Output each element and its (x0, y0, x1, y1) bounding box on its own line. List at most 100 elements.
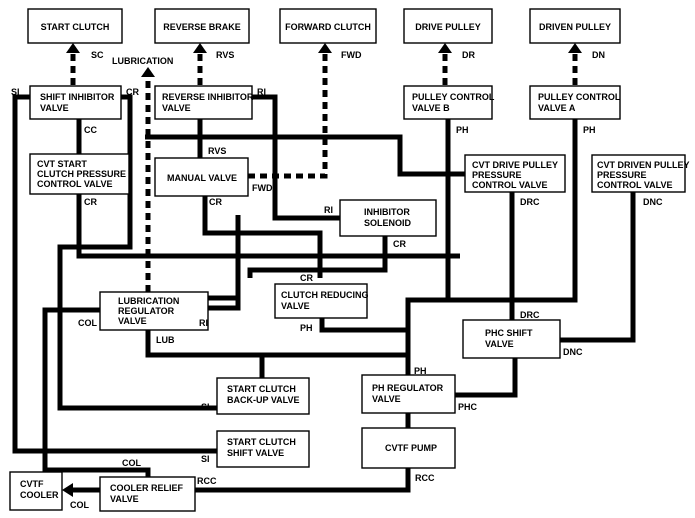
label-lub: LUB (156, 335, 175, 345)
shift-inhibitor-line1: SHIFT INHIBITOR (40, 92, 115, 102)
cvt-driven-pulley-line1: CVT DRIVEN PULLEY (597, 160, 690, 170)
label-ph-main: PH (414, 366, 427, 376)
arrow-head-fwd (318, 43, 332, 53)
lubrication-regulator-line1: LUBRICATION (118, 296, 179, 306)
arrow-head-lubrication (141, 67, 155, 77)
component-boxes: START CLUTCH REVERSE BRAKE FORWARD CLUTC… (9, 8, 690, 512)
label-dn: DN (592, 50, 605, 60)
reverse-brake-box: REVERSE BRAKE (154, 8, 250, 44)
label-cr-cvt: CR (84, 197, 97, 207)
label-dnc-right: DNC (643, 197, 663, 207)
cooler-relief-valve-box: COOLER RELIEF VALVE (99, 476, 196, 512)
shift-inhibitor-line2: VALVE (40, 103, 69, 113)
arrow-head-dr (438, 43, 452, 53)
phc-shift-line2: VALVE (485, 339, 514, 349)
label-drc-right: DRC (520, 197, 540, 207)
label-fwd-manual: FWD (252, 183, 273, 193)
cvtf-cooler-line1: CVTF (20, 479, 44, 489)
cvtf-cooler-box: CVTF COOLER (9, 471, 63, 511)
line-lub (145, 330, 408, 358)
label-col-bottom: COL (122, 458, 142, 468)
phc-shift-line1: PHC SHIFT (485, 328, 533, 338)
cooler-relief-line1: COOLER RELIEF (110, 483, 184, 493)
pulley-control-b-line2: VALVE B (412, 103, 450, 113)
cvt-driven-pulley-line2: PRESSURE (597, 170, 647, 180)
lubrication-regulator-valve-box: LUBRICATION REGULATOR VALVE (99, 291, 209, 331)
pulley-control-a-box: PULLEY CONTROL VALVE A (529, 85, 621, 120)
cvt-drive-pulley-line2: PRESSURE (472, 170, 522, 180)
forward-clutch-box: FORWARD CLUTCH (279, 8, 377, 44)
inhibitor-solenoid-line1: INHIBITOR (364, 207, 410, 217)
label-si-left: SI (11, 87, 20, 97)
hydraulic-lines (12, 94, 636, 493)
cvtf-cooler-line2: COOLER (20, 490, 59, 500)
ph-regulator-line1: PH REGULATOR (372, 383, 444, 393)
cvt-start-clutch-pcv-box: CVT START CLUTCH PRESSURE CONTROL VALVE (29, 153, 130, 195)
lubrication-regulator-line2: REGULATOR (118, 306, 175, 316)
line-labels: SC RVS FWD DR DN LUBRICATION SI CR RI CC… (11, 50, 663, 510)
label-rcc-left: RCC (197, 476, 217, 486)
cvt-drive-pulley-line3: CONTROL VALVE (472, 180, 548, 190)
shift-inhibitor-valve-box: SHIFT INHIBITOR VALVE (29, 85, 122, 120)
start-clutch-backup-valve-box: START CLUTCH BACK-UP VALVE (216, 377, 310, 415)
ph-regulator-line2: VALVE (372, 394, 401, 404)
start-clutch-backup-line1: START CLUTCH (227, 384, 296, 394)
label-fwd-top: FWD (341, 50, 362, 60)
pulley-control-a-line2: VALVE A (538, 103, 576, 113)
label-si-backup: SI (201, 402, 210, 412)
label-rcc-right: RCC (415, 473, 435, 483)
manual-valve-box: MANUAL VALVE (154, 157, 249, 197)
cvt-start-clutch-line3: CONTROL VALVE (37, 179, 113, 189)
cvt-drive-pulley-pcv-box: CVT DRIVE PULLEY PRESSURE CONTROL VALVE (464, 154, 566, 193)
cvt-start-clutch-line1: CVT START (37, 159, 87, 169)
cooler-relief-line2: VALVE (110, 494, 139, 504)
label-cr-manual: CR (209, 197, 222, 207)
driven-pulley-label: DRIVEN PULLEY (539, 22, 611, 32)
label-rvs-mid: RVS (208, 146, 226, 156)
cvtf-pump-label: CVTF PUMP (385, 443, 437, 453)
clutch-reducing-line1: CLUTCH REDUCING (281, 290, 369, 300)
driven-pulley-box: DRIVEN PULLEY (529, 8, 621, 44)
arrow-head-sc (66, 43, 80, 53)
pressure-arrows (62, 43, 582, 497)
label-lubrication: LUBRICATION (112, 56, 173, 66)
cvtf-pump-box: CVTF PUMP (361, 427, 456, 469)
label-col-cooler: COL (70, 500, 90, 510)
label-ri-sol: RI (324, 205, 333, 215)
start-clutch-box: START CLUTCH (27, 8, 123, 44)
label-sc: SC (91, 50, 104, 60)
line-cr-manual (202, 196, 323, 278)
drive-pulley-label: DRIVE PULLEY (415, 22, 481, 32)
reverse-inhibitor-line1: REVERSE INHIBITOR (162, 92, 254, 102)
line-cr-left (57, 94, 217, 411)
inhibitor-solenoid-box: INHIBITOR SOLENOID (339, 199, 437, 237)
label-ri-rev: RI (257, 87, 266, 97)
ph-regulator-valve-box: PH REGULATOR VALVE (361, 374, 456, 414)
arrow-fwd (248, 52, 328, 179)
cvt-start-clutch-line2: CLUTCH PRESSURE (37, 169, 126, 179)
reverse-brake-label: REVERSE BRAKE (163, 22, 241, 32)
label-drc-phc: DRC (520, 310, 540, 320)
start-clutch-label: START CLUTCH (41, 22, 110, 32)
line-cr-sol (247, 236, 388, 278)
clutch-reducing-valve-box: CLUTCH REDUCING VALVE (274, 283, 369, 319)
cvt-driven-pulley-pcv-box: CVT DRIVEN PULLEY PRESSURE CONTROL VALVE (591, 154, 690, 193)
line-si (12, 94, 217, 454)
label-ph-cr: PH (300, 323, 313, 333)
label-cr-mid: CR (300, 273, 313, 283)
label-ph-a: PH (583, 125, 596, 135)
label-phc: PHC (458, 402, 478, 412)
manual-valve-label: MANUAL VALVE (167, 173, 237, 183)
start-clutch-shift-line2: SHIFT VALVE (227, 448, 284, 458)
inhibitor-solenoid-line2: SOLENOID (364, 218, 412, 228)
pulley-control-b-line1: PULLEY CONTROL (412, 92, 495, 102)
pulley-control-a-line1: PULLEY CONTROL (538, 92, 621, 102)
line-rcc (195, 468, 411, 493)
lubrication-regulator-line3: VALVE (118, 316, 147, 326)
reverse-inhibitor-line2: VALVE (162, 103, 191, 113)
line-col-left (42, 307, 151, 477)
reverse-inhibitor-valve-box: REVERSE INHIBITOR VALVE (154, 85, 254, 120)
label-dr: DR (462, 50, 475, 60)
clutch-reducing-line2: VALVE (281, 301, 310, 311)
pulley-control-b-box: PULLEY CONTROL VALVE B (403, 85, 495, 120)
